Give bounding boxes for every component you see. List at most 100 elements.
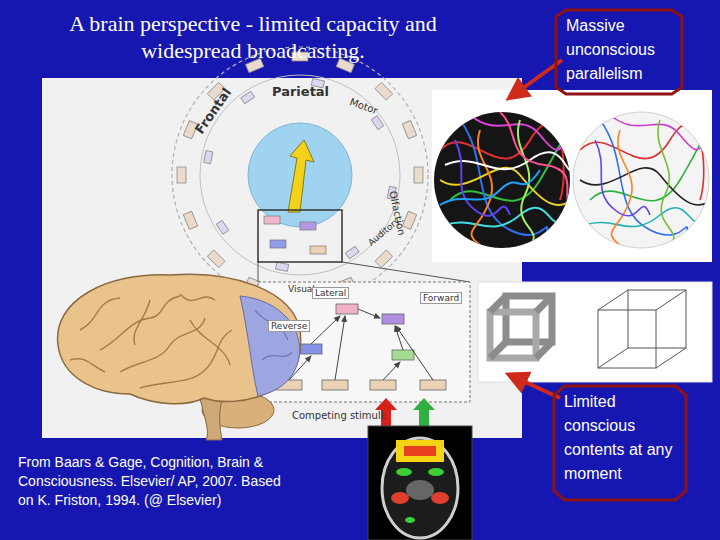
flow-arrow bbox=[383, 362, 400, 380]
network-ring bbox=[172, 47, 428, 303]
pathway-label: Reverse bbox=[268, 320, 310, 332]
module-box bbox=[276, 262, 289, 271]
activation bbox=[405, 517, 415, 523]
module-box bbox=[336, 304, 358, 314]
cube-face bbox=[490, 312, 536, 358]
module-box bbox=[183, 211, 197, 229]
module-box bbox=[420, 380, 446, 390]
activation bbox=[404, 446, 436, 456]
cube-edge bbox=[536, 342, 552, 358]
cube-edge bbox=[656, 348, 686, 368]
scribble bbox=[518, 120, 534, 245]
flow-arrow bbox=[395, 326, 403, 350]
module-box bbox=[322, 380, 348, 390]
scribble bbox=[590, 140, 715, 201]
scribble bbox=[445, 208, 565, 227]
parallel-spheres bbox=[432, 90, 720, 262]
zoom-frame bbox=[258, 210, 342, 262]
flow-arrow bbox=[358, 309, 380, 318]
module-box bbox=[204, 151, 213, 164]
wire-cube bbox=[598, 290, 686, 368]
brain-illustration bbox=[58, 274, 301, 440]
module-box bbox=[216, 220, 229, 234]
callout-border bbox=[554, 386, 686, 500]
callout-box: Limited conscious contents at any moment bbox=[554, 386, 686, 500]
cube-edge bbox=[490, 296, 506, 312]
scribble bbox=[460, 120, 547, 250]
scribble bbox=[658, 120, 674, 245]
activation bbox=[391, 492, 409, 504]
module-box bbox=[371, 116, 384, 130]
necker-cubes bbox=[478, 282, 712, 382]
module-box bbox=[300, 222, 316, 230]
scribbles bbox=[580, 115, 720, 250]
scribble bbox=[595, 140, 650, 216]
ring-outline bbox=[172, 47, 428, 303]
ventricle bbox=[406, 480, 434, 500]
broadcast-arrow bbox=[288, 140, 314, 212]
cube-edge bbox=[598, 290, 628, 310]
module-box bbox=[402, 121, 416, 139]
scribble bbox=[455, 140, 510, 216]
activation bbox=[428, 468, 444, 476]
brainstem bbox=[200, 398, 222, 440]
cube-edge bbox=[598, 348, 628, 368]
module-box bbox=[264, 216, 280, 224]
scribble bbox=[500, 112, 575, 205]
cube-face bbox=[506, 296, 552, 342]
region-label: Visual bbox=[288, 284, 315, 294]
gyri-lines bbox=[255, 310, 292, 360]
slide-title: A brain perspective - limited capacity a… bbox=[28, 10, 478, 64]
module-box bbox=[370, 380, 396, 390]
activation bbox=[396, 440, 444, 462]
skull-outline bbox=[382, 438, 458, 538]
region-label: Parietal bbox=[272, 84, 329, 99]
zoom-line bbox=[342, 262, 470, 282]
sphere bbox=[434, 112, 570, 248]
module-box bbox=[392, 350, 414, 360]
flow-arrow bbox=[396, 326, 433, 380]
pathway-label: Lateral bbox=[312, 287, 349, 299]
scribble bbox=[600, 120, 687, 250]
region-label: Frontal bbox=[192, 85, 234, 136]
global-workspace bbox=[248, 123, 352, 227]
scribble bbox=[580, 124, 704, 200]
callout-box: Massive unconscious parallelism bbox=[556, 10, 682, 94]
module-box bbox=[375, 82, 393, 100]
stimuli-label: Competing stimuli: bbox=[292, 410, 387, 421]
module-box bbox=[414, 167, 423, 183]
scribbles bbox=[440, 112, 580, 250]
activation bbox=[431, 492, 449, 504]
flow-arrow bbox=[311, 316, 340, 344]
module-box bbox=[207, 250, 225, 268]
scribble bbox=[471, 130, 492, 245]
module-box bbox=[241, 91, 255, 104]
scribble bbox=[585, 208, 705, 227]
flow-arrow bbox=[335, 316, 345, 380]
module-box bbox=[270, 240, 286, 248]
cube-edge bbox=[656, 290, 686, 310]
module-box bbox=[345, 246, 359, 259]
cerebrum bbox=[58, 274, 301, 404]
brain-scan bbox=[368, 426, 472, 540]
scan-frame bbox=[368, 426, 472, 540]
image-panel bbox=[432, 90, 712, 262]
callout-text: Massive unconscious parallelism bbox=[556, 10, 682, 90]
cube-face bbox=[598, 310, 656, 368]
occipital-lobe bbox=[240, 296, 300, 396]
zoom-line bbox=[258, 262, 259, 282]
module-box bbox=[382, 314, 404, 324]
module-box bbox=[310, 246, 326, 254]
source-caption: From Baars & Gage, Cognition, Brain & Co… bbox=[18, 453, 300, 510]
sphere bbox=[573, 112, 709, 248]
image-panel bbox=[478, 282, 712, 382]
module-box bbox=[300, 344, 322, 354]
module-box bbox=[177, 167, 186, 183]
cube-edge bbox=[490, 342, 506, 358]
callout-border bbox=[556, 10, 682, 94]
gyri-lines bbox=[70, 294, 232, 388]
cube-edge bbox=[536, 296, 552, 312]
scribble bbox=[440, 170, 540, 205]
callout-text: Limited conscious contents at any moment bbox=[554, 386, 686, 490]
scribble bbox=[611, 130, 632, 245]
